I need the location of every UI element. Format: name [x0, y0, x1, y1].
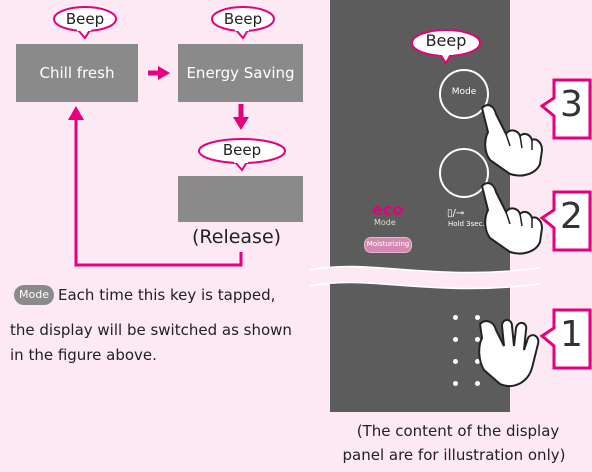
- release-display-box: [178, 176, 303, 222]
- mode-button-label: Mode: [451, 87, 477, 97]
- caption-line-1: (The content of the display: [356, 422, 560, 440]
- speech-bubble-icon: [211, 6, 275, 39]
- down-arrow-icon: [233, 104, 249, 130]
- indicator-dot: [453, 381, 458, 386]
- lock-key-icon: ▯/⊸: [447, 208, 465, 219]
- beep-bubble-energy: Beep: [210, 5, 276, 39]
- indicator-dot: [475, 359, 480, 364]
- beep-label: Beep: [222, 141, 262, 159]
- description-line-3: in the figure above.: [10, 346, 157, 364]
- description-line-1: Each time this key is tapped,: [58, 286, 276, 304]
- caption-line-2: panel are for illustration only): [342, 446, 566, 464]
- speech-bubble-icon: [53, 6, 117, 39]
- eco-label: eco: [372, 200, 404, 219]
- beep-label: Beep: [223, 10, 263, 28]
- indicator-dot: [453, 315, 458, 320]
- description-line-2: the display will be switched as shown: [10, 321, 292, 339]
- indicator-dot: [475, 381, 480, 386]
- beep-bubble-chill: Beep: [52, 5, 118, 39]
- hand-pointer-icon: [480, 182, 544, 255]
- eco-mode-label: Mode: [374, 218, 396, 227]
- mode-key-label: Mode: [19, 288, 49, 301]
- beep-bubble-panel: Beep: [410, 27, 482, 65]
- mode-button[interactable]: Mode: [439, 69, 489, 119]
- beep-label: Beep: [65, 10, 105, 28]
- moisturizing-badge: Moisturizing: [364, 237, 412, 253]
- indicator-dot: [475, 337, 480, 342]
- step-tab-1: [540, 308, 592, 370]
- panel-break-icon: [310, 265, 540, 290]
- beep-bubble-release: Beep: [196, 136, 288, 172]
- chill-fresh-label: Chill fresh: [39, 64, 115, 82]
- hold-label: Hold 3sec.: [448, 220, 485, 228]
- energy-saving-box: Energy Saving: [178, 44, 303, 102]
- speech-bubble-icon: [198, 138, 286, 172]
- step-number-2: 2: [560, 196, 583, 237]
- indicator-dot: [453, 337, 458, 342]
- energy-saving-label: Energy Saving: [186, 64, 295, 82]
- release-label: (Release): [192, 226, 282, 248]
- step-tab-3: [540, 78, 592, 140]
- indicator-dot: [475, 315, 480, 320]
- chill-fresh-box: Chill fresh: [16, 44, 138, 102]
- beep-label: Beep: [425, 31, 467, 50]
- loop-back-arrow-icon: [68, 106, 243, 267]
- step-number-3: 3: [560, 84, 583, 125]
- mode-key-badge: Mode: [14, 285, 54, 305]
- right-arrow-icon: [148, 66, 170, 80]
- hand-palm-icon: [478, 319, 540, 387]
- lock-button[interactable]: [439, 148, 489, 198]
- step-tab-2: [540, 190, 592, 252]
- hand-pointer-icon: [480, 104, 544, 177]
- speech-bubble-icon: [411, 29, 481, 65]
- indicator-dot: [453, 359, 458, 364]
- flow-arrows: [68, 66, 249, 267]
- step-number-1: 1: [560, 314, 583, 355]
- moisturizing-label: Moisturizing: [366, 240, 410, 248]
